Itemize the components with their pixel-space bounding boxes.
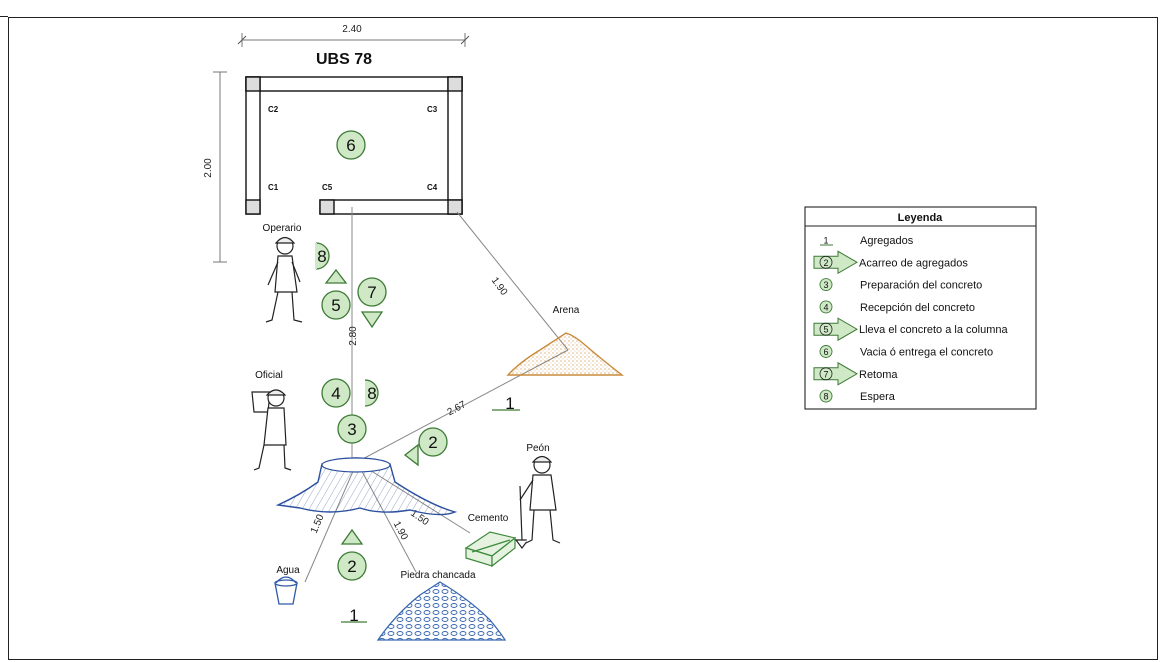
legend-item-1: 1 Agregados (820, 235, 914, 247)
legend-label: Vacia ó entrega el concreto (860, 347, 993, 359)
step-marker-3: 3 (337, 414, 367, 444)
legend-number-circle (819, 345, 833, 358)
worker-operario: Operario (263, 223, 302, 234)
svg-text:2: 2 (428, 433, 437, 452)
legend-number: 1 (823, 236, 828, 246)
operario-figure (265, 236, 303, 323)
legend-item-4: 4 Recepción del concreto (819, 300, 975, 314)
legend-label: Acarreo de agregados (859, 257, 968, 269)
svg-text:1: 1 (349, 606, 358, 625)
legend-number-circle (819, 255, 833, 269)
step-marker-6: 6 (336, 130, 366, 160)
svg-text:8: 8 (367, 384, 376, 403)
step-marker-4: 4 (321, 378, 351, 408)
legend-label: Agregados (860, 235, 914, 247)
legend-label: Lleva el concreto a la columna (859, 324, 1008, 336)
distance-sand-mixer: 2.67 (446, 399, 469, 418)
sand-pile (506, 332, 625, 376)
legend-number-circle (819, 322, 833, 336)
oficial-figure (251, 389, 292, 471)
legend-label: Preparación del concreto (860, 280, 982, 292)
column-c4: C4 (427, 183, 438, 192)
legend-number: 6 (823, 347, 828, 357)
width-dimension: 2.40 (237, 24, 470, 47)
legend: Leyenda 1 Agregados 2 Acarreo de agregados 3… (804, 206, 1037, 410)
step-marker-8-wait-mid: 8 (364, 379, 379, 407)
legend-number-circle (819, 300, 833, 314)
material-agua: Agua (276, 565, 300, 576)
height-label: 2.00 (203, 158, 214, 178)
column-c3: C3 (427, 105, 438, 114)
legend-number: 4 (823, 302, 828, 312)
svg-text:4: 4 (331, 384, 340, 403)
column-c5: C5 (322, 183, 333, 192)
material-piedra: Piedra chancada (400, 570, 475, 581)
legend-number: 5 (823, 325, 828, 335)
step-marker-2-from-stone: 2 (337, 528, 367, 581)
legend-number: 8 (823, 392, 828, 402)
step-marker-1-sand: 1 (492, 394, 520, 413)
legend-number: 7 (823, 369, 828, 379)
step-marker-5: 5 (321, 268, 351, 320)
legend-number: 3 (823, 280, 828, 290)
mixer-pile (275, 457, 458, 516)
legend-number-circle (819, 278, 833, 292)
material-cemento: Cemento (468, 513, 509, 524)
worker-peon: Peón (526, 443, 549, 454)
svg-text:2: 2 (347, 557, 356, 576)
legend-number-circle (819, 367, 833, 381)
step-marker-8-wait-top: 8 (315, 242, 330, 270)
legend-item-6: 6 Vacia ó entrega el concreto (819, 345, 993, 359)
height-dimension: 2.00 (203, 71, 227, 263)
step-marker-2-from-sand: 2 (403, 427, 448, 467)
svg-text:1: 1 (505, 394, 514, 413)
legend-title: Leyenda (898, 212, 944, 224)
legend-label: Recepción del concreto (860, 302, 975, 314)
floor-plan (245, 76, 463, 215)
legend-item-5: 5 Lleva el concreto a la columna (813, 317, 1008, 342)
legend-item-7: 7 Retoma (813, 361, 898, 386)
peon-figure (514, 455, 561, 549)
step-marker-7: 7 (357, 277, 387, 329)
legend-item-2: 2 Acarreo de agregados (813, 250, 968, 275)
svg-text:7: 7 (367, 283, 376, 302)
legend-item-3: 3 Preparación del concreto (819, 278, 982, 292)
legend-number: 2 (823, 258, 828, 268)
water-bucket (274, 576, 298, 605)
distance-c4-sand: 1.90 (489, 275, 510, 298)
page-title: UBS 78 (316, 51, 372, 68)
stone-pile (376, 581, 507, 641)
legend-label: Retoma (859, 369, 898, 381)
legend-label: Espera (860, 391, 896, 403)
column-c1: C1 (268, 183, 279, 192)
legend-number-circle (819, 389, 833, 403)
svg-text:6: 6 (346, 136, 355, 155)
worker-oficial: Oficial (255, 370, 283, 381)
top-rule (0, 16, 8, 17)
distance-water: 1.50 (309, 513, 327, 536)
material-arena: Arena (553, 305, 580, 316)
svg-text:5: 5 (331, 296, 340, 315)
width-label: 2.40 (342, 24, 362, 35)
cement-bags (464, 531, 517, 568)
svg-text:8: 8 (317, 247, 326, 266)
column-c2: C2 (268, 105, 279, 114)
svg-text:3: 3 (347, 420, 356, 439)
distance-c5-mixer: 2.80 (348, 326, 359, 346)
step-marker-1-stone: 1 (341, 606, 367, 625)
legend-item-8: 8 Espera (819, 389, 896, 403)
